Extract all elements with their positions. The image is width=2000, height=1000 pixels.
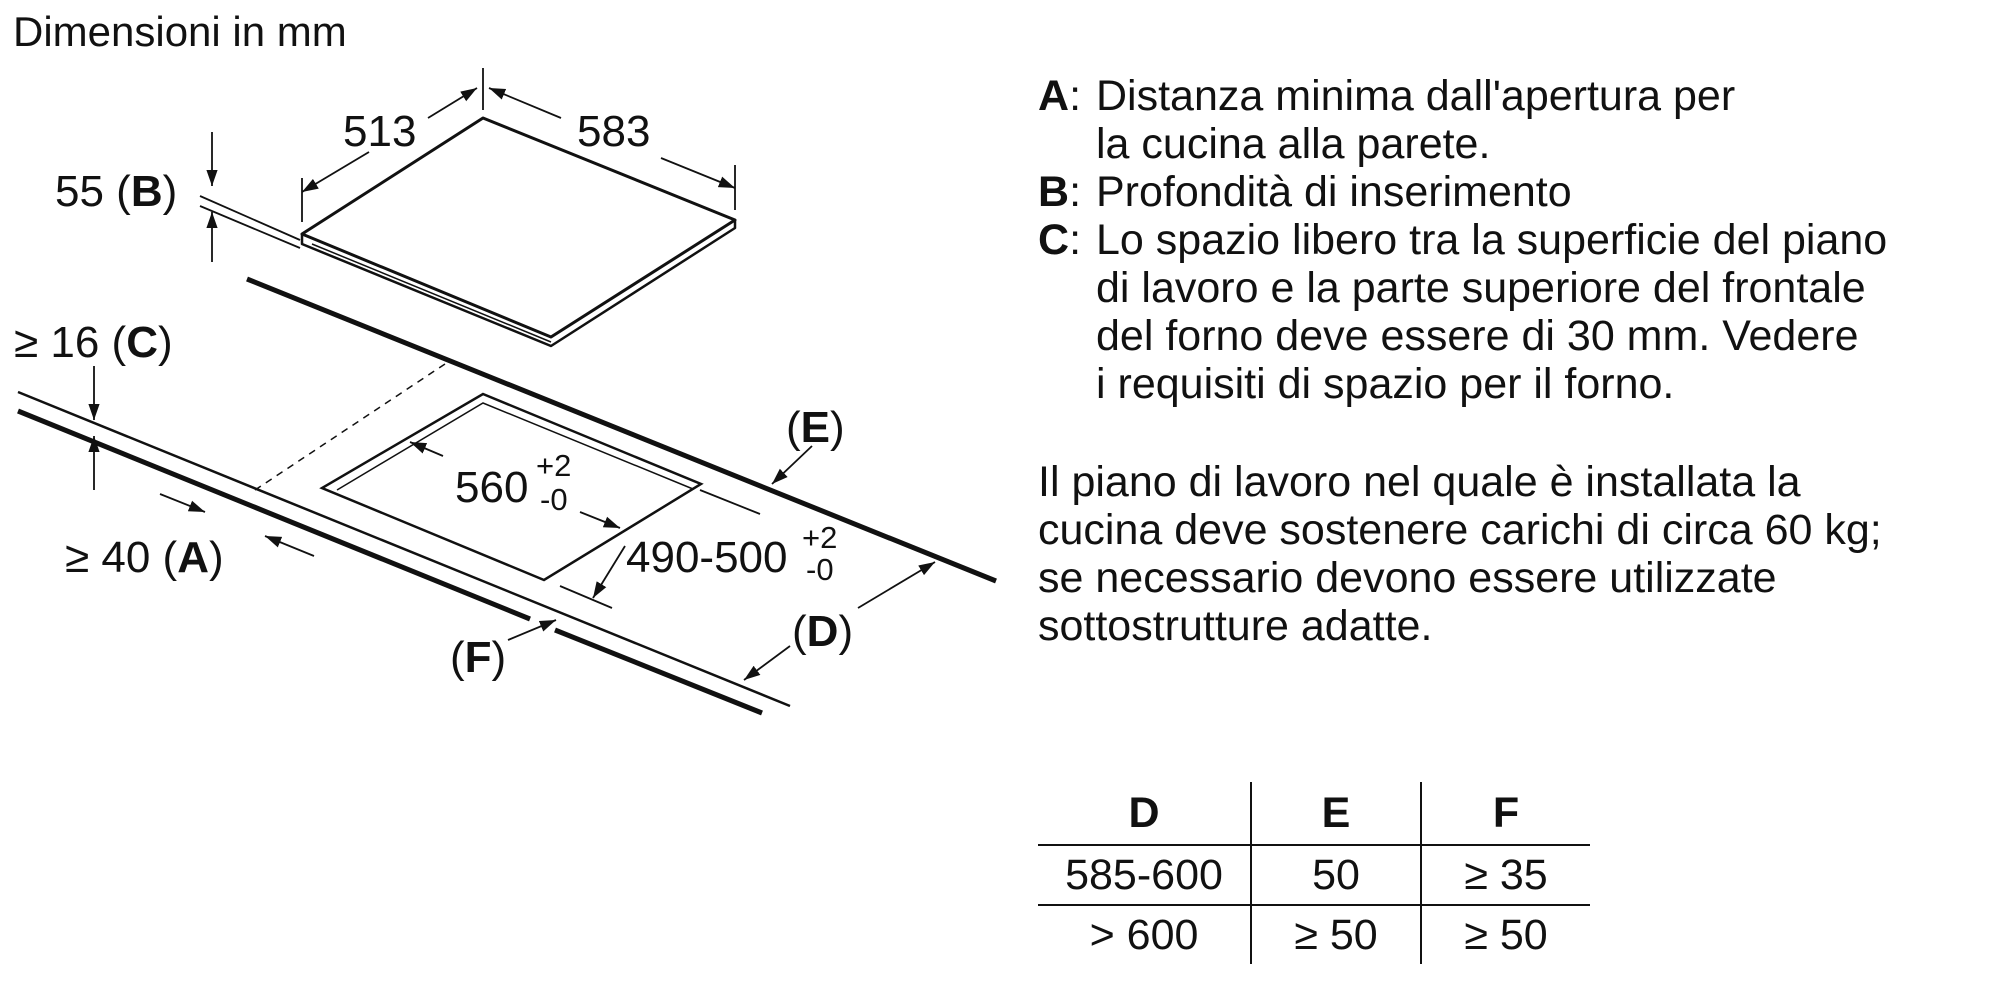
- legend-text: Profondità di inserimento: [1096, 168, 1998, 216]
- legend-key-sep: :: [1069, 216, 1082, 264]
- label-f: (F): [450, 633, 506, 682]
- label-d-open: (: [792, 607, 807, 656]
- label-d: (D): [792, 607, 853, 656]
- dim-40-text: ≥ 40 (: [65, 533, 178, 582]
- dim-40-key: A: [177, 533, 209, 582]
- worktop-front-bottom-1: [17, 408, 531, 622]
- dim-16-text: ≥ 16 (: [14, 318, 127, 367]
- dim-55-key: B: [131, 167, 163, 216]
- table-header-e: E: [1251, 782, 1422, 846]
- cutout-inner: [336, 402, 694, 491]
- table-header-d: D: [1038, 782, 1252, 846]
- note-line: se necessario devono essere utilizzate: [1038, 554, 1777, 602]
- worktop-drawing: [17, 276, 997, 716]
- table-cell: ≥ 50: [1251, 905, 1422, 964]
- legend: A: Distanza minima dall'apertura per la …: [1038, 72, 1998, 408]
- cooktop-top: [300, 116, 737, 339]
- table-cell: ≥ 50: [1464, 910, 1548, 959]
- legend-item-c: C: Lo spazio libero tra la superficie de…: [1038, 216, 1998, 408]
- dim-560: 560: [455, 463, 528, 512]
- note-line: Il piano di lavoro nel quale è installat…: [1038, 458, 1801, 506]
- legend-line: la cucina alla parete.: [1096, 120, 1491, 168]
- dimension-table: D E F 585-600 50 ≥ 35 > 600 ≥ 50 ≥ 50: [1038, 782, 1590, 964]
- dim-55-b: 55 (B): [55, 167, 177, 216]
- legend-key-letter: A: [1038, 72, 1070, 120]
- legend-text: Lo spazio libero tra la superficie del p…: [1096, 216, 1998, 408]
- legend-item-b: B: Profondità di inserimento: [1038, 168, 1998, 216]
- table-row: > 600 ≥ 50 ≥ 50: [1038, 905, 1590, 964]
- installation-diagram: 513 583 55 (B) ≥ 16 (C) ≥ 40 (A) 560 +2 …: [14, 68, 997, 716]
- legend-key-sep: :: [1069, 72, 1082, 120]
- note-line: cucina deve sostenere carichi di circa 6…: [1038, 506, 1882, 554]
- dim-55-text: 55 (: [55, 167, 131, 216]
- table-header-f: F: [1421, 782, 1590, 846]
- cooktop-dimensions: [199, 68, 736, 262]
- legend-key: A:: [1038, 72, 1096, 168]
- cutout-outer: [319, 392, 704, 582]
- label-e-key: E: [801, 403, 830, 452]
- legend-text: Distanza minima dall'apertura per la cuc…: [1096, 72, 1998, 168]
- legend-line: Lo spazio libero tra la superficie del p…: [1096, 216, 1888, 264]
- legend-line: di lavoro e la parte superiore del front…: [1096, 264, 1866, 312]
- legend-line: del forno deve essere di 30 mm. Vedere: [1096, 312, 1859, 360]
- page-title: Dimensioni in mm: [13, 8, 347, 55]
- label-e-close: ): [830, 403, 845, 452]
- cooktop-drawing: [300, 116, 737, 348]
- dim-16-key: C: [126, 318, 158, 367]
- worktop-back-edge: [246, 276, 997, 584]
- table-cell: 585-600: [1038, 845, 1252, 906]
- dim-490-tol-minus: -0: [806, 552, 834, 587]
- table-cell: 50: [1251, 845, 1422, 906]
- dim-55-close: ): [163, 167, 178, 216]
- dim-583: 583: [577, 107, 650, 156]
- label-f-key: F: [465, 633, 492, 682]
- table-row: 585-600 50 ≥ 35: [1038, 845, 1590, 906]
- worktop-front-bottom-2: [554, 627, 763, 716]
- dim-40-close: ): [209, 533, 224, 582]
- label-f-open: (: [450, 633, 465, 682]
- dim-490-500: 490-500: [626, 533, 787, 582]
- dim-560-tol-plus: +2: [536, 448, 571, 483]
- table-cell: ≥ 35: [1421, 845, 1590, 906]
- dim-16-c: ≥ 16 (C): [14, 318, 173, 367]
- table-header-row: D E F: [1038, 782, 1590, 846]
- label-f-close: ): [492, 633, 507, 682]
- legend-line: Distanza minima dall'apertura per: [1096, 72, 1736, 120]
- dim-513: 513: [343, 107, 416, 156]
- table-cell: > 600: [1038, 905, 1252, 964]
- legend-key: B:: [1038, 168, 1096, 216]
- legend-key: C:: [1038, 216, 1096, 408]
- legend-line: i requisiti di spazio per il forno.: [1096, 360, 1675, 408]
- label-d-close: ): [838, 607, 853, 656]
- note-line: sottostrutture adatte.: [1038, 602, 1433, 650]
- legend-item-a: A: Distanza minima dall'apertura per la …: [1038, 72, 1998, 168]
- dim-40-a: ≥ 40 (A): [65, 533, 224, 582]
- label-e: (E): [786, 403, 845, 452]
- label-d-key: D: [807, 607, 839, 656]
- dim-560-tol-minus: -0: [540, 482, 568, 517]
- label-e-open: (: [786, 403, 801, 452]
- legend-key-letter: B: [1038, 168, 1070, 216]
- legend-key-letter: C: [1038, 216, 1070, 264]
- dim-490-tol-plus: +2: [802, 520, 837, 555]
- legend-key-sep: :: [1069, 168, 1082, 216]
- dim-16-close: ): [158, 318, 173, 367]
- cooktop-edge: [300, 220, 737, 348]
- worktop-front-top: [17, 390, 791, 708]
- load-note: Il piano di lavoro nel quale è installat…: [1038, 458, 1998, 650]
- legend-line: Profondità di inserimento: [1096, 168, 1572, 216]
